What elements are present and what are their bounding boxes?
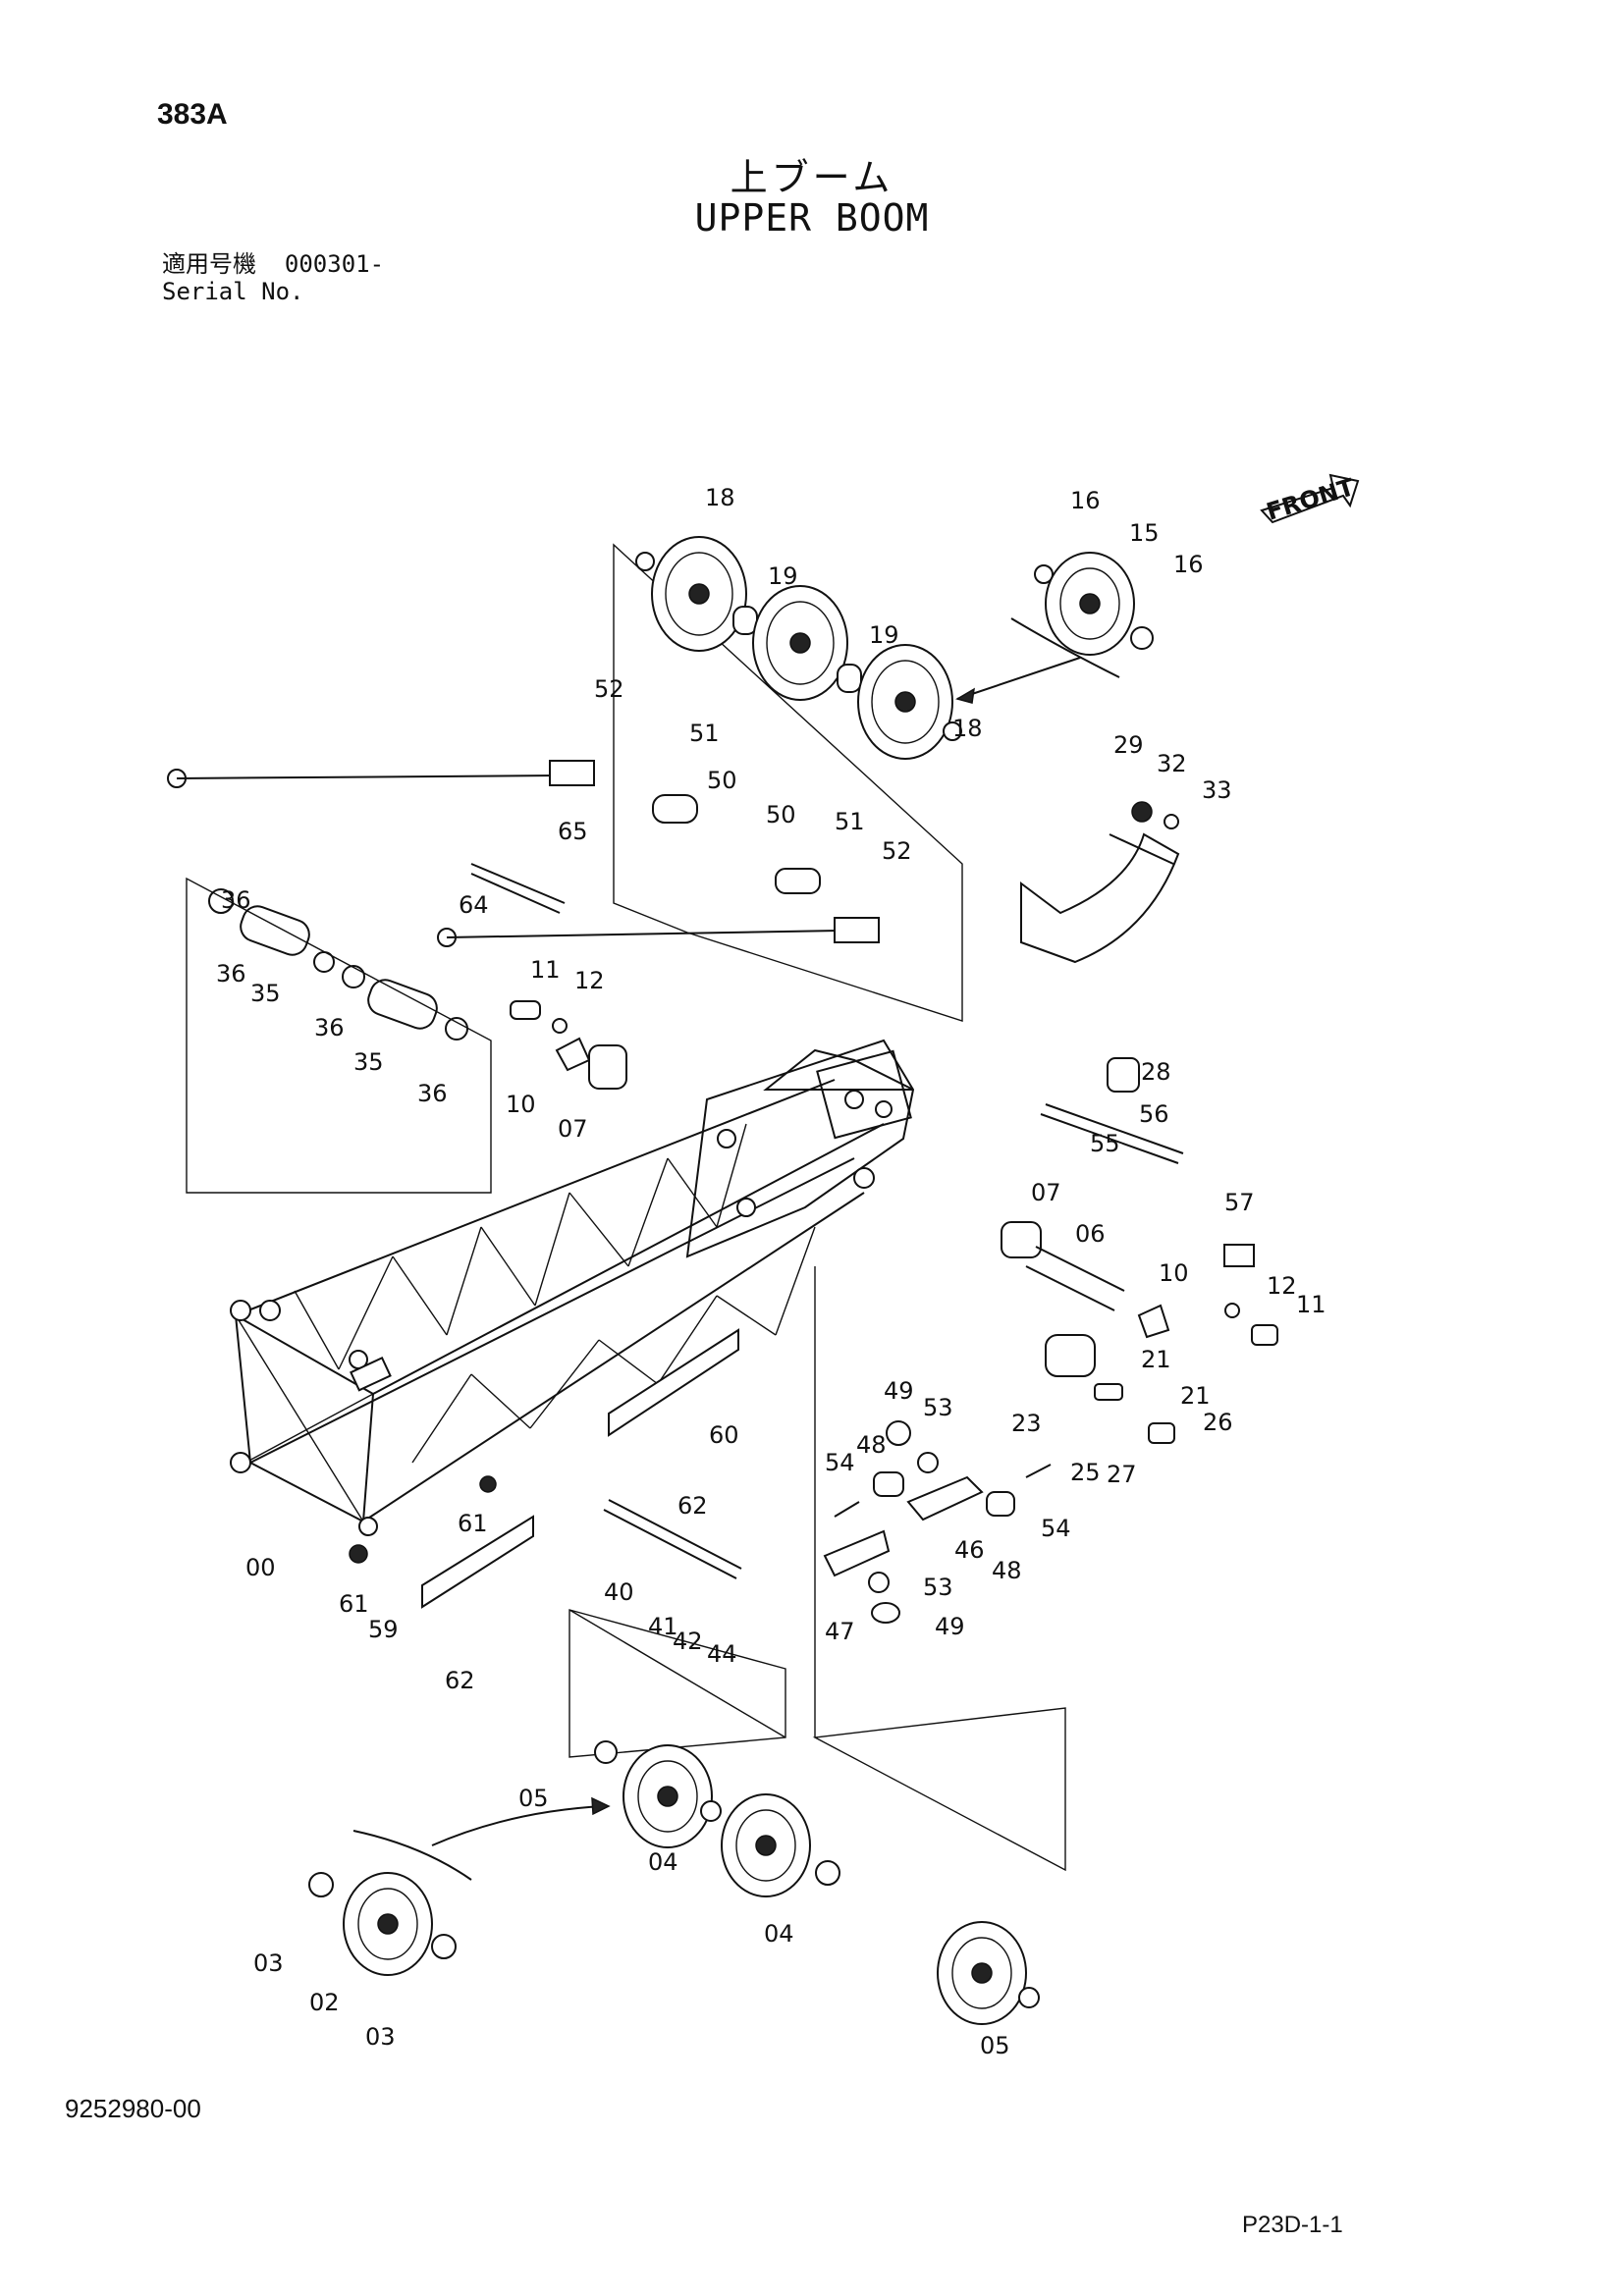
part-callout: 07 — [1031, 1179, 1061, 1206]
part-callout: 00 — [245, 1554, 276, 1581]
part-callout: 19 — [768, 562, 798, 590]
part-callout: 51 — [689, 720, 720, 747]
part-callout: 35 — [353, 1048, 384, 1076]
part-callout: 65 — [558, 818, 588, 845]
serial-info: 適用号機 000301- Serial No. — [162, 250, 384, 305]
part-callout: 04 — [764, 1920, 794, 1948]
guy-wires — [167, 760, 880, 947]
part-callout: 57 — [1224, 1189, 1255, 1216]
part-callout: 50 — [707, 767, 737, 794]
part-callout: 16 — [1173, 551, 1204, 578]
part-callout: 05 — [980, 2032, 1010, 2059]
serial-value: 000301- — [284, 250, 385, 278]
part-callout: 32 — [1157, 750, 1187, 777]
part-callout: 15 — [1129, 519, 1160, 547]
title-japanese: 上ブーム — [730, 156, 894, 199]
part-callout: 07 — [558, 1115, 588, 1143]
part-callout: 48 — [992, 1557, 1022, 1584]
part-callout: 64 — [459, 891, 489, 919]
lower-sheave-set — [308, 1266, 1066, 2025]
part-callout: 50 — [766, 801, 796, 828]
part-callout: 42 — [673, 1628, 703, 1655]
part-callout: 35 — [250, 980, 281, 1007]
part-callout: 29 — [1113, 731, 1144, 759]
part-callout: 49 — [935, 1613, 965, 1640]
front-label: FRONT — [1264, 473, 1359, 526]
part-callout: 36 — [314, 1014, 345, 1041]
part-callout: 53 — [923, 1574, 953, 1601]
part-callout: 54 — [1041, 1515, 1071, 1542]
part-callout: 21 — [1180, 1382, 1211, 1410]
part-callout: 04 — [648, 1848, 678, 1876]
part-callout: 18 — [952, 715, 983, 742]
part-callout: 03 — [365, 2023, 396, 2051]
front-arrow-icon: FRONT — [1260, 473, 1360, 526]
part-callout: 48 — [856, 1431, 887, 1459]
part-callout: 46 — [954, 1536, 985, 1564]
part-callout: 10 — [1159, 1259, 1189, 1287]
part-callout: 03 — [253, 1949, 284, 1977]
rollers — [186, 877, 492, 1194]
part-callout: 33 — [1202, 776, 1232, 804]
part-callout: 41 — [648, 1613, 678, 1640]
part-callout: 59 — [368, 1616, 399, 1643]
part-callout: 02 — [309, 1989, 340, 2016]
page-reference: P23D-1-1 — [1242, 2212, 1343, 2238]
part-callout: 36 — [216, 960, 246, 988]
part-callout: 53 — [923, 1394, 953, 1421]
part-callout: 11 — [530, 956, 561, 984]
part-callout: 52 — [594, 675, 624, 703]
part-callout: 44 — [707, 1640, 737, 1668]
part-callout: 49 — [884, 1377, 914, 1405]
part-callout: 52 — [882, 837, 912, 865]
part-callout: 36 — [221, 886, 251, 914]
document-number: 9252980-00 — [65, 2094, 201, 2123]
part-callout: 62 — [677, 1492, 708, 1520]
serial-row-jp: 適用号機 000301- — [162, 250, 384, 278]
page-code: 383A — [157, 98, 228, 131]
part-callout: 27 — [1107, 1461, 1137, 1488]
part-callout: 19 — [869, 621, 899, 649]
part-callout: 12 — [1267, 1272, 1297, 1300]
part-callout: 23 — [1011, 1410, 1042, 1437]
part-callout: 06 — [1075, 1220, 1106, 1248]
guide-bracket — [1020, 801, 1180, 964]
boom-frame — [230, 1039, 915, 1609]
callout-layer: 0002030304040505060707101011111212151616… — [216, 484, 1326, 2059]
page-title: UPPER BOOM — [694, 196, 930, 240]
part-callout: 11 — [1296, 1291, 1326, 1318]
part-callout: 60 — [709, 1421, 739, 1449]
serial-label-jp: 適用号機 — [162, 250, 256, 278]
part-callout: 18 — [705, 484, 735, 511]
part-callout: 62 — [445, 1667, 475, 1694]
upper-left-pin-set — [510, 1000, 627, 1090]
part-callout: 51 — [835, 808, 865, 835]
part-callout: 55 — [1090, 1130, 1120, 1157]
upper-sheave-set — [613, 536, 963, 1022]
serial-label-en: Serial No. — [162, 278, 304, 305]
part-callout: 61 — [339, 1590, 369, 1618]
part-callout: 21 — [1141, 1346, 1171, 1373]
part-callout: 56 — [1139, 1100, 1169, 1128]
part-callout: 40 — [604, 1578, 634, 1606]
part-callout: 16 — [1070, 487, 1101, 514]
linkage-parts — [823, 1420, 1052, 1624]
part-callout: 54 — [825, 1449, 855, 1476]
part-callout: 26 — [1203, 1409, 1233, 1436]
front-sheave — [955, 552, 1154, 704]
right-pin-set — [1001, 1057, 1278, 1444]
part-callout: 05 — [518, 1785, 549, 1812]
part-callout: 10 — [506, 1091, 536, 1118]
part-callout: 36 — [417, 1080, 448, 1107]
part-callout: 12 — [574, 967, 605, 994]
part-callout: 47 — [825, 1618, 855, 1645]
part-callout: 25 — [1070, 1459, 1101, 1486]
part-callout: 28 — [1141, 1058, 1171, 1086]
part-callout: 61 — [458, 1510, 488, 1537]
